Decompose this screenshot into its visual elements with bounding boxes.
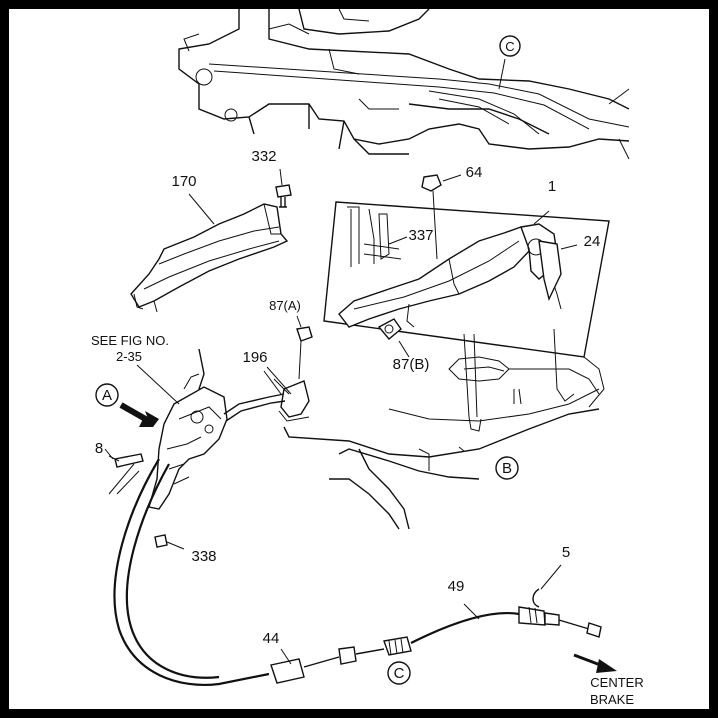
circle-a: A (95, 383, 119, 407)
label-49: 49 (448, 578, 465, 595)
part-24-bracket (538, 240, 578, 302)
label-44: 44 (263, 630, 280, 647)
part-332-clip (275, 168, 292, 208)
label-87a: 87(A) (269, 298, 301, 313)
label-see-fig-2: 2-35 (116, 349, 142, 364)
part-64-nut (421, 174, 462, 260)
part-8-clip (108, 453, 144, 495)
label-170: 170 (171, 173, 196, 190)
center-brake-arrow (573, 653, 617, 673)
label-brake: BRAKE (590, 692, 634, 707)
vehicle-frame-top (178, 9, 630, 160)
label-1: 1 (548, 178, 556, 195)
label-5: 5 (562, 544, 570, 561)
svg-text:B: B (502, 460, 512, 477)
label-338: 338 (191, 548, 216, 565)
svg-text:C: C (505, 39, 514, 54)
circle-c-top: C (499, 35, 521, 57)
leader-lines (104, 58, 506, 665)
label-64: 64 (466, 164, 483, 181)
circle-c-bottom: C (387, 661, 411, 685)
brake-lever-assembly (148, 348, 286, 510)
label-center: CENTER (590, 675, 643, 690)
label-8: 8 (95, 440, 103, 457)
label-24: 24 (584, 233, 601, 250)
diagram-frame: C A B C 332 170 64 1 337 24 87(A) SEE FI… (9, 9, 709, 709)
part-87a-nut (296, 326, 313, 380)
part-87b-adjuster (377, 318, 410, 358)
label-337: 337 (408, 227, 433, 244)
brake-cable (113, 458, 602, 686)
parking-brake-diagram: C A B C 332 170 64 1 337 24 87(A) SEE FI… (91, 9, 644, 707)
svg-text:A: A (102, 387, 112, 404)
part-337-inset (347, 206, 408, 267)
view-a-arrow (119, 402, 159, 427)
part-170-console (130, 193, 289, 313)
label-87b: 87(B) (393, 356, 430, 373)
label-196: 196 (242, 349, 267, 366)
circle-b: B (495, 456, 519, 480)
label-332: 332 (251, 148, 276, 165)
label-see-fig-1: SEE FIG NO. (91, 333, 169, 348)
svg-text:C: C (394, 665, 405, 682)
vehicle-floor (283, 328, 605, 530)
part-5-clip (532, 564, 562, 608)
part-338-bolt (154, 534, 185, 550)
